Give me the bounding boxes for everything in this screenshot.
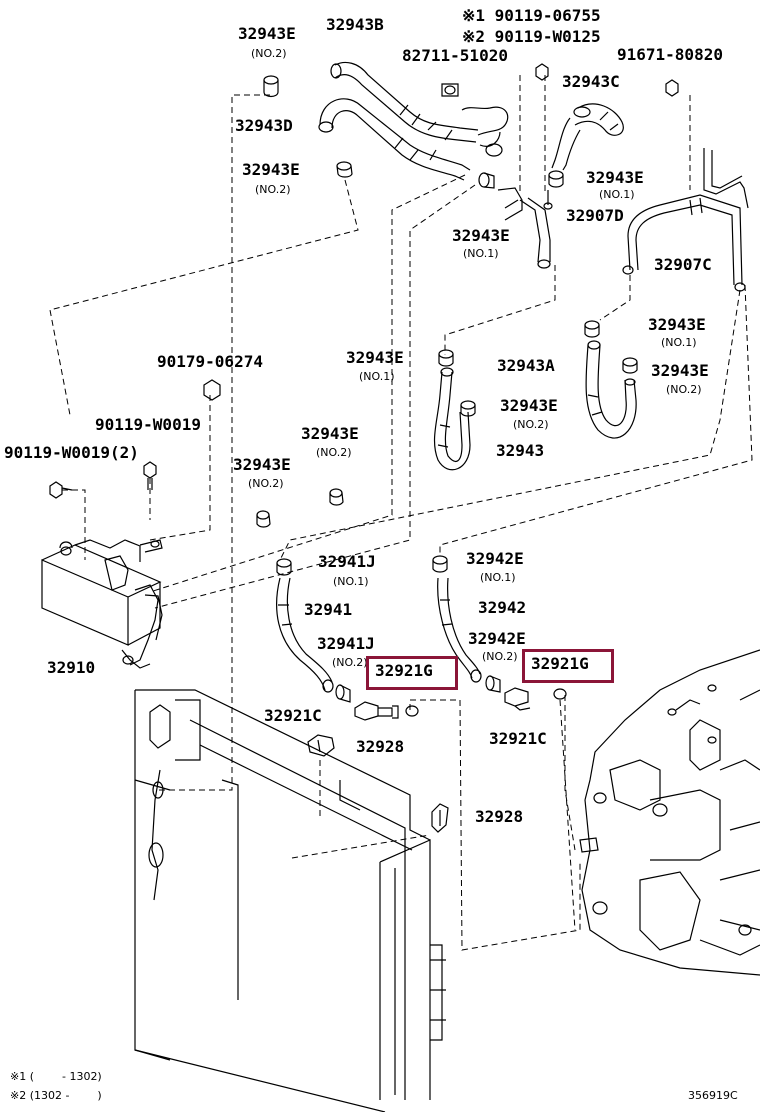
label-no1-clip: (NO.1) xyxy=(463,247,499,260)
label-note1-part: ※1 90119-06755 xyxy=(462,6,601,25)
label-32943D: 32943D xyxy=(235,116,293,135)
label-32928-upper: 32928 xyxy=(356,737,405,756)
clamps-32928 xyxy=(307,734,449,833)
label-32943E-e: 32943E xyxy=(233,455,291,474)
label-32943B: 32943B xyxy=(326,15,384,34)
label-32943E-d: 32943E xyxy=(301,424,359,443)
label-32943A: 32943A xyxy=(497,356,555,375)
hose-32941 xyxy=(276,577,334,693)
footnote-2: ※2 (1302 - ) xyxy=(10,1089,102,1102)
label-32943: 32943 xyxy=(496,441,545,460)
label-no2-top: (NO.2) xyxy=(251,47,287,60)
highlighted-part-32921G-right[interactable]: 32921G xyxy=(522,649,614,683)
bolts xyxy=(49,63,679,499)
label-90119-W0019: 90119-W0019 xyxy=(95,415,201,434)
pipe-32907C xyxy=(622,148,749,292)
label-no2-r2: (NO.2) xyxy=(666,383,702,396)
hose-32943A xyxy=(585,340,637,439)
label-32943E-top: 32943E xyxy=(238,24,296,43)
label-32942E-a: 32942E xyxy=(466,549,524,568)
pipe-32907D xyxy=(497,187,553,269)
label-32943E-r1: 32943E xyxy=(648,315,706,334)
label-32942: 32942 xyxy=(478,598,527,617)
label-32928-lower: 32928 xyxy=(475,807,524,826)
label-32943E-left2: 32943E xyxy=(242,160,300,179)
footnote-1: ※1 ( - 1302) xyxy=(10,1070,102,1083)
dashed-routing-lines xyxy=(49,75,753,951)
oil-cooler-32910 xyxy=(41,539,163,669)
label-32942E-b: 32942E xyxy=(468,629,526,648)
hose-32942 xyxy=(437,577,482,683)
label-32943E-c: 32943E xyxy=(500,396,558,415)
highlighted-part-32921G-left[interactable]: 32921G xyxy=(366,656,458,690)
label-32943E-mid1: 32943E xyxy=(586,168,644,187)
label-no2-c: (NO.2) xyxy=(513,418,549,431)
label-32907D: 32907D xyxy=(566,206,624,225)
radiator xyxy=(134,689,446,1112)
label-no1-41a: (NO.1) xyxy=(333,575,369,588)
label-no2-d: (NO.2) xyxy=(316,446,352,459)
label-32907C: 32907C xyxy=(654,255,712,274)
label-32943E-l3: 32943E xyxy=(346,348,404,367)
label-32943C: 32943C xyxy=(562,72,620,91)
label-32943E-r2: 32943E xyxy=(651,361,709,380)
label-no1-42a: (NO.1) xyxy=(480,571,516,584)
transaxle xyxy=(579,649,760,976)
unions-32921C xyxy=(354,687,567,721)
label-91671-80820: 91671-80820 xyxy=(617,45,723,64)
label-32921C-left: 32921C xyxy=(264,706,322,725)
label-no2-41b: (NO.2) xyxy=(332,656,368,669)
clamps-32943E xyxy=(256,75,638,703)
label-32943E-clip: 32943E xyxy=(452,226,510,245)
label-32921C-right: 32921C xyxy=(489,729,547,748)
label-no1-l3: (NO.1) xyxy=(359,370,395,383)
hose-32943B-32943D xyxy=(318,61,509,181)
label-no2-42b: (NO.2) xyxy=(482,650,518,663)
label-note2-part: ※2 90119-W0125 xyxy=(462,27,601,46)
label-82711-51020: 82711-51020 xyxy=(402,46,508,65)
label-no2-e: (NO.2) xyxy=(248,477,284,490)
label-32910: 32910 xyxy=(47,658,96,677)
label-no1-mid1: (NO.1) xyxy=(599,188,635,201)
hose-32943C xyxy=(551,103,624,171)
label-32941J-a: 32941J xyxy=(318,552,376,571)
hose-32943 xyxy=(433,367,471,471)
label-32941: 32941 xyxy=(304,600,353,619)
diagram-id: 356919C xyxy=(688,1089,738,1102)
label-90119-W0019-2: 90119-W0019(2) xyxy=(4,443,139,462)
label-90179-06274: 90179-06274 xyxy=(157,352,263,371)
label-no1-r1: (NO.1) xyxy=(661,336,697,349)
label-no2-left2: (NO.2) xyxy=(255,183,291,196)
label-32941J-b: 32941J xyxy=(317,634,375,653)
